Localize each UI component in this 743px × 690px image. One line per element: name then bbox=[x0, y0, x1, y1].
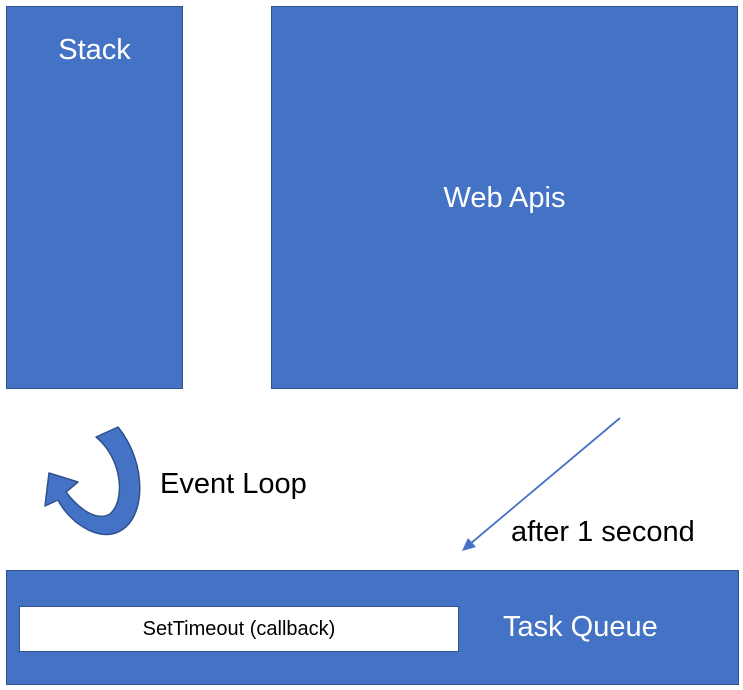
transfer-arrowhead-icon bbox=[462, 538, 476, 551]
task-queue-item: SetTimeout (callback) bbox=[19, 606, 459, 652]
task-queue-box: SetTimeout (callback) Task Queue bbox=[6, 570, 739, 685]
transfer-arrow-line bbox=[469, 417, 621, 545]
web-apis-box: Web Apis bbox=[271, 6, 738, 389]
stack-box: Stack bbox=[6, 6, 183, 389]
task-queue-label: Task Queue bbox=[503, 611, 658, 643]
event-loop-arrow-icon bbox=[44, 426, 141, 536]
event-loop-label: Event Loop bbox=[160, 468, 307, 500]
web-apis-label: Web Apis bbox=[443, 182, 566, 214]
stack-label: Stack bbox=[58, 34, 131, 66]
after-one-second-label: after 1 second bbox=[511, 516, 695, 548]
